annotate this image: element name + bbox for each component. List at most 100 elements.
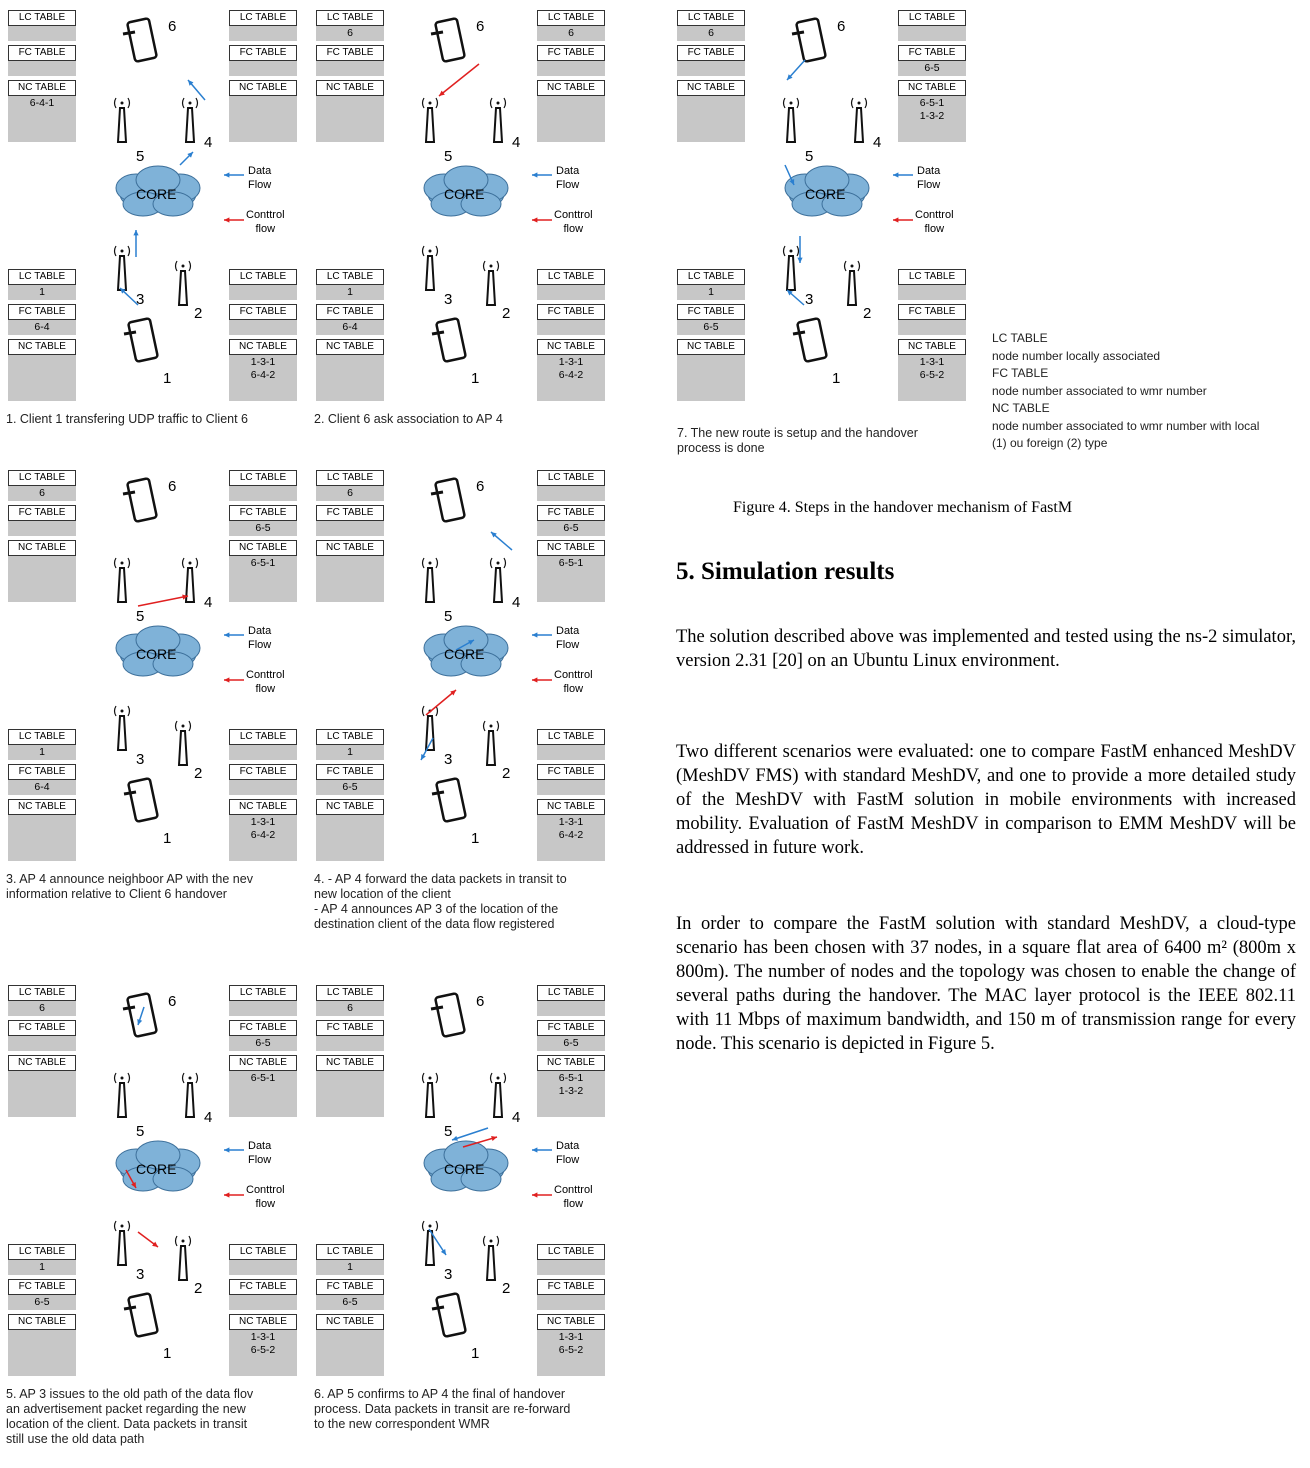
access-point-icon <box>489 1072 507 1118</box>
step-caption: 1. Client 1 transfering UDP traffic to C… <box>6 412 249 426</box>
access-point-icon <box>482 720 500 766</box>
table-header: FC TABLE <box>316 304 384 320</box>
bottom-right-lc-table: LC TABLE <box>537 1244 605 1275</box>
access-point-icon <box>113 245 131 291</box>
node-label-5: 5 <box>444 148 453 165</box>
access-point-icon <box>113 557 131 603</box>
table-header: FC TABLE <box>229 505 297 521</box>
table-value: 6-4 <box>8 780 76 795</box>
table-value: 6-5 <box>316 780 384 795</box>
table-value <box>8 1071 76 1117</box>
table-value <box>229 61 297 76</box>
table-value <box>316 521 384 536</box>
data-flow-arrow <box>786 59 806 81</box>
node-label-3: 3 <box>444 291 453 308</box>
table-header: LC TABLE <box>229 729 297 745</box>
node-label-1: 1 <box>163 370 172 387</box>
node-label-4: 4 <box>512 134 521 151</box>
node-label-4: 4 <box>204 134 213 151</box>
node-label-5: 5 <box>136 608 145 625</box>
tablet-icon <box>431 777 467 823</box>
top-right-lc-table: LC TABLE <box>537 470 605 501</box>
table-header: LC TABLE <box>677 269 745 285</box>
table-header: LC TABLE <box>229 10 297 26</box>
table-header: NC TABLE <box>537 799 605 815</box>
top-right-fc-table: FC TABLE <box>537 45 605 76</box>
table-header: FC TABLE <box>8 1279 76 1295</box>
data-flow-arrow <box>455 639 475 651</box>
control-flow-legend-arrow <box>532 1192 552 1198</box>
table-value <box>316 1036 384 1051</box>
access-point-icon <box>782 97 800 143</box>
table-value <box>229 486 297 501</box>
core-cloud-icon <box>115 1140 201 1192</box>
table-header: LC TABLE <box>229 1244 297 1260</box>
access-point-icon <box>113 1220 131 1266</box>
core-label: CORE <box>444 1161 485 1177</box>
control-flow-legend-arrow <box>532 677 552 683</box>
tablet-icon <box>431 317 467 363</box>
node-label-4: 4 <box>204 594 213 611</box>
tablet-icon <box>123 1292 159 1338</box>
node-label-1: 1 <box>471 370 480 387</box>
data-flow-arrow <box>428 1228 447 1256</box>
table-value: 6-5 <box>537 1036 605 1051</box>
table-header: LC TABLE <box>8 729 76 745</box>
access-point-icon <box>421 245 439 291</box>
node-label-2: 2 <box>194 765 203 782</box>
control-flow-legend-arrow <box>224 1192 244 1198</box>
node-label-3: 3 <box>444 751 453 768</box>
data-flow-legend-arrow <box>532 172 552 178</box>
control-flow-arrow <box>125 1169 137 1189</box>
access-point-icon <box>113 1072 131 1118</box>
control-flow-label: Conttrol flow <box>246 669 285 695</box>
access-point-icon <box>782 245 800 291</box>
table-header: LC TABLE <box>8 10 76 26</box>
table-value: 1 <box>677 285 745 300</box>
access-point-icon <box>421 1072 439 1118</box>
top-right-lc-table: LC TABLE <box>229 10 297 41</box>
data-flow-arrow <box>137 1006 145 1026</box>
data-flow-label: Data Flow <box>248 625 272 651</box>
data-flow-label: Data Flow <box>556 165 580 191</box>
table-value: 6 <box>537 26 605 41</box>
tablet-icon <box>430 477 466 523</box>
table-value <box>229 1001 297 1016</box>
table-header: FC TABLE <box>229 1279 297 1295</box>
table-header: FC TABLE <box>677 45 745 61</box>
node-label-5: 5 <box>444 1123 453 1140</box>
core-label: CORE <box>805 186 846 202</box>
table-value: 6-5-1 <box>537 556 605 602</box>
table-header: FC TABLE <box>229 764 297 780</box>
table-value <box>229 1295 297 1310</box>
node-label-3: 3 <box>136 1266 145 1283</box>
table-header: LC TABLE <box>8 1244 76 1260</box>
bottom-right-fc-table: FC TABLE <box>229 1279 297 1310</box>
top-left-fc-table: FC TABLE <box>316 505 384 536</box>
core-label: CORE <box>444 186 485 202</box>
table-value <box>229 320 297 335</box>
top-left-fc-table: FC TABLE <box>8 1020 76 1051</box>
node-label-3: 3 <box>805 291 814 308</box>
control-flow-legend-arrow <box>893 217 913 223</box>
table-value: 6-5 <box>8 1295 76 1310</box>
table-value <box>8 1330 76 1376</box>
node-label-1: 1 <box>163 830 172 847</box>
access-point-icon <box>850 97 868 143</box>
table-header: FC TABLE <box>537 45 605 61</box>
table-value <box>229 285 297 300</box>
table-header: FC TABLE <box>898 304 966 320</box>
top-left-nc-table: NC TABLE <box>677 80 745 142</box>
access-point-icon <box>113 705 131 751</box>
core-label: CORE <box>136 646 177 662</box>
